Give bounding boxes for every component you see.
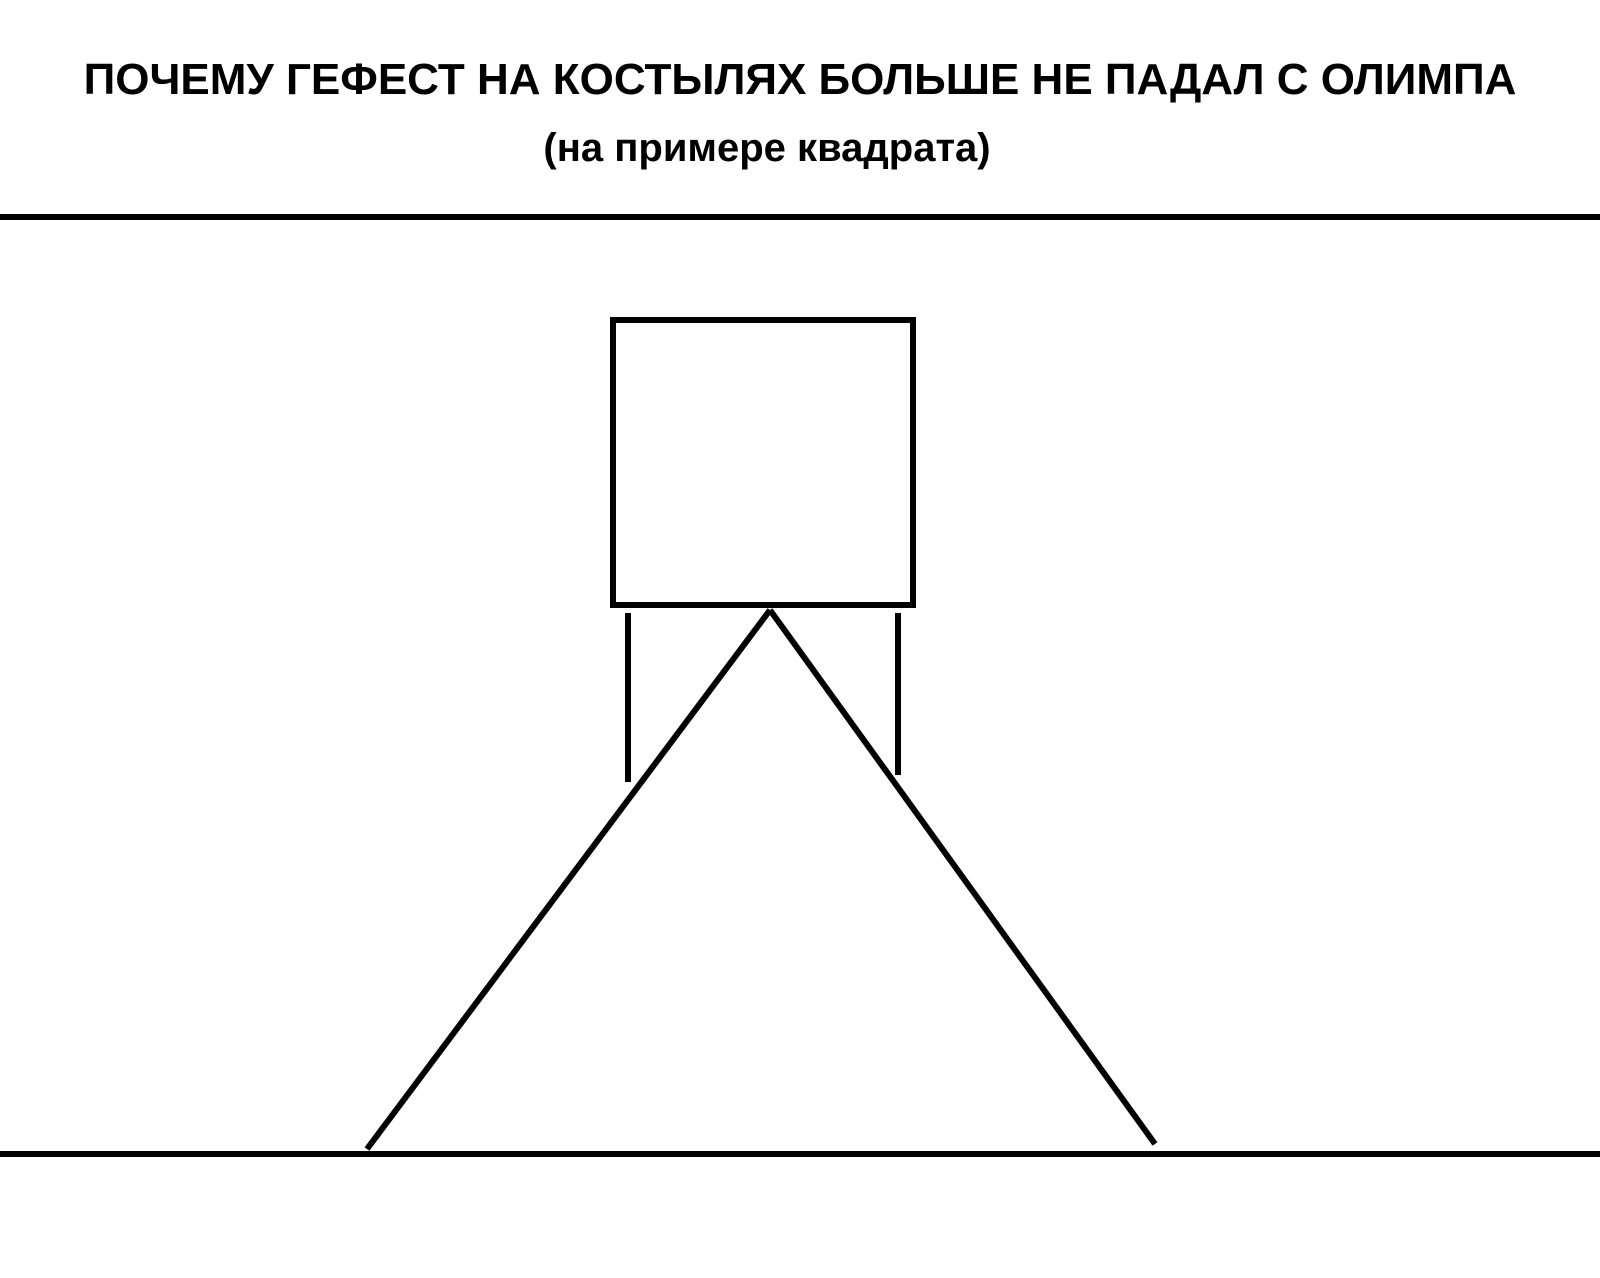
triangle-left-side [364,608,773,1151]
triangle-right-side [767,608,1158,1146]
page-title: ПОЧЕМУ ГЕФЕСТ НА КОСТЫЛЯХ БОЛЬШЕ НЕ ПАДА… [83,55,1517,104]
square [610,317,916,608]
page-subtitle: (на примере квадрата) [543,126,991,170]
